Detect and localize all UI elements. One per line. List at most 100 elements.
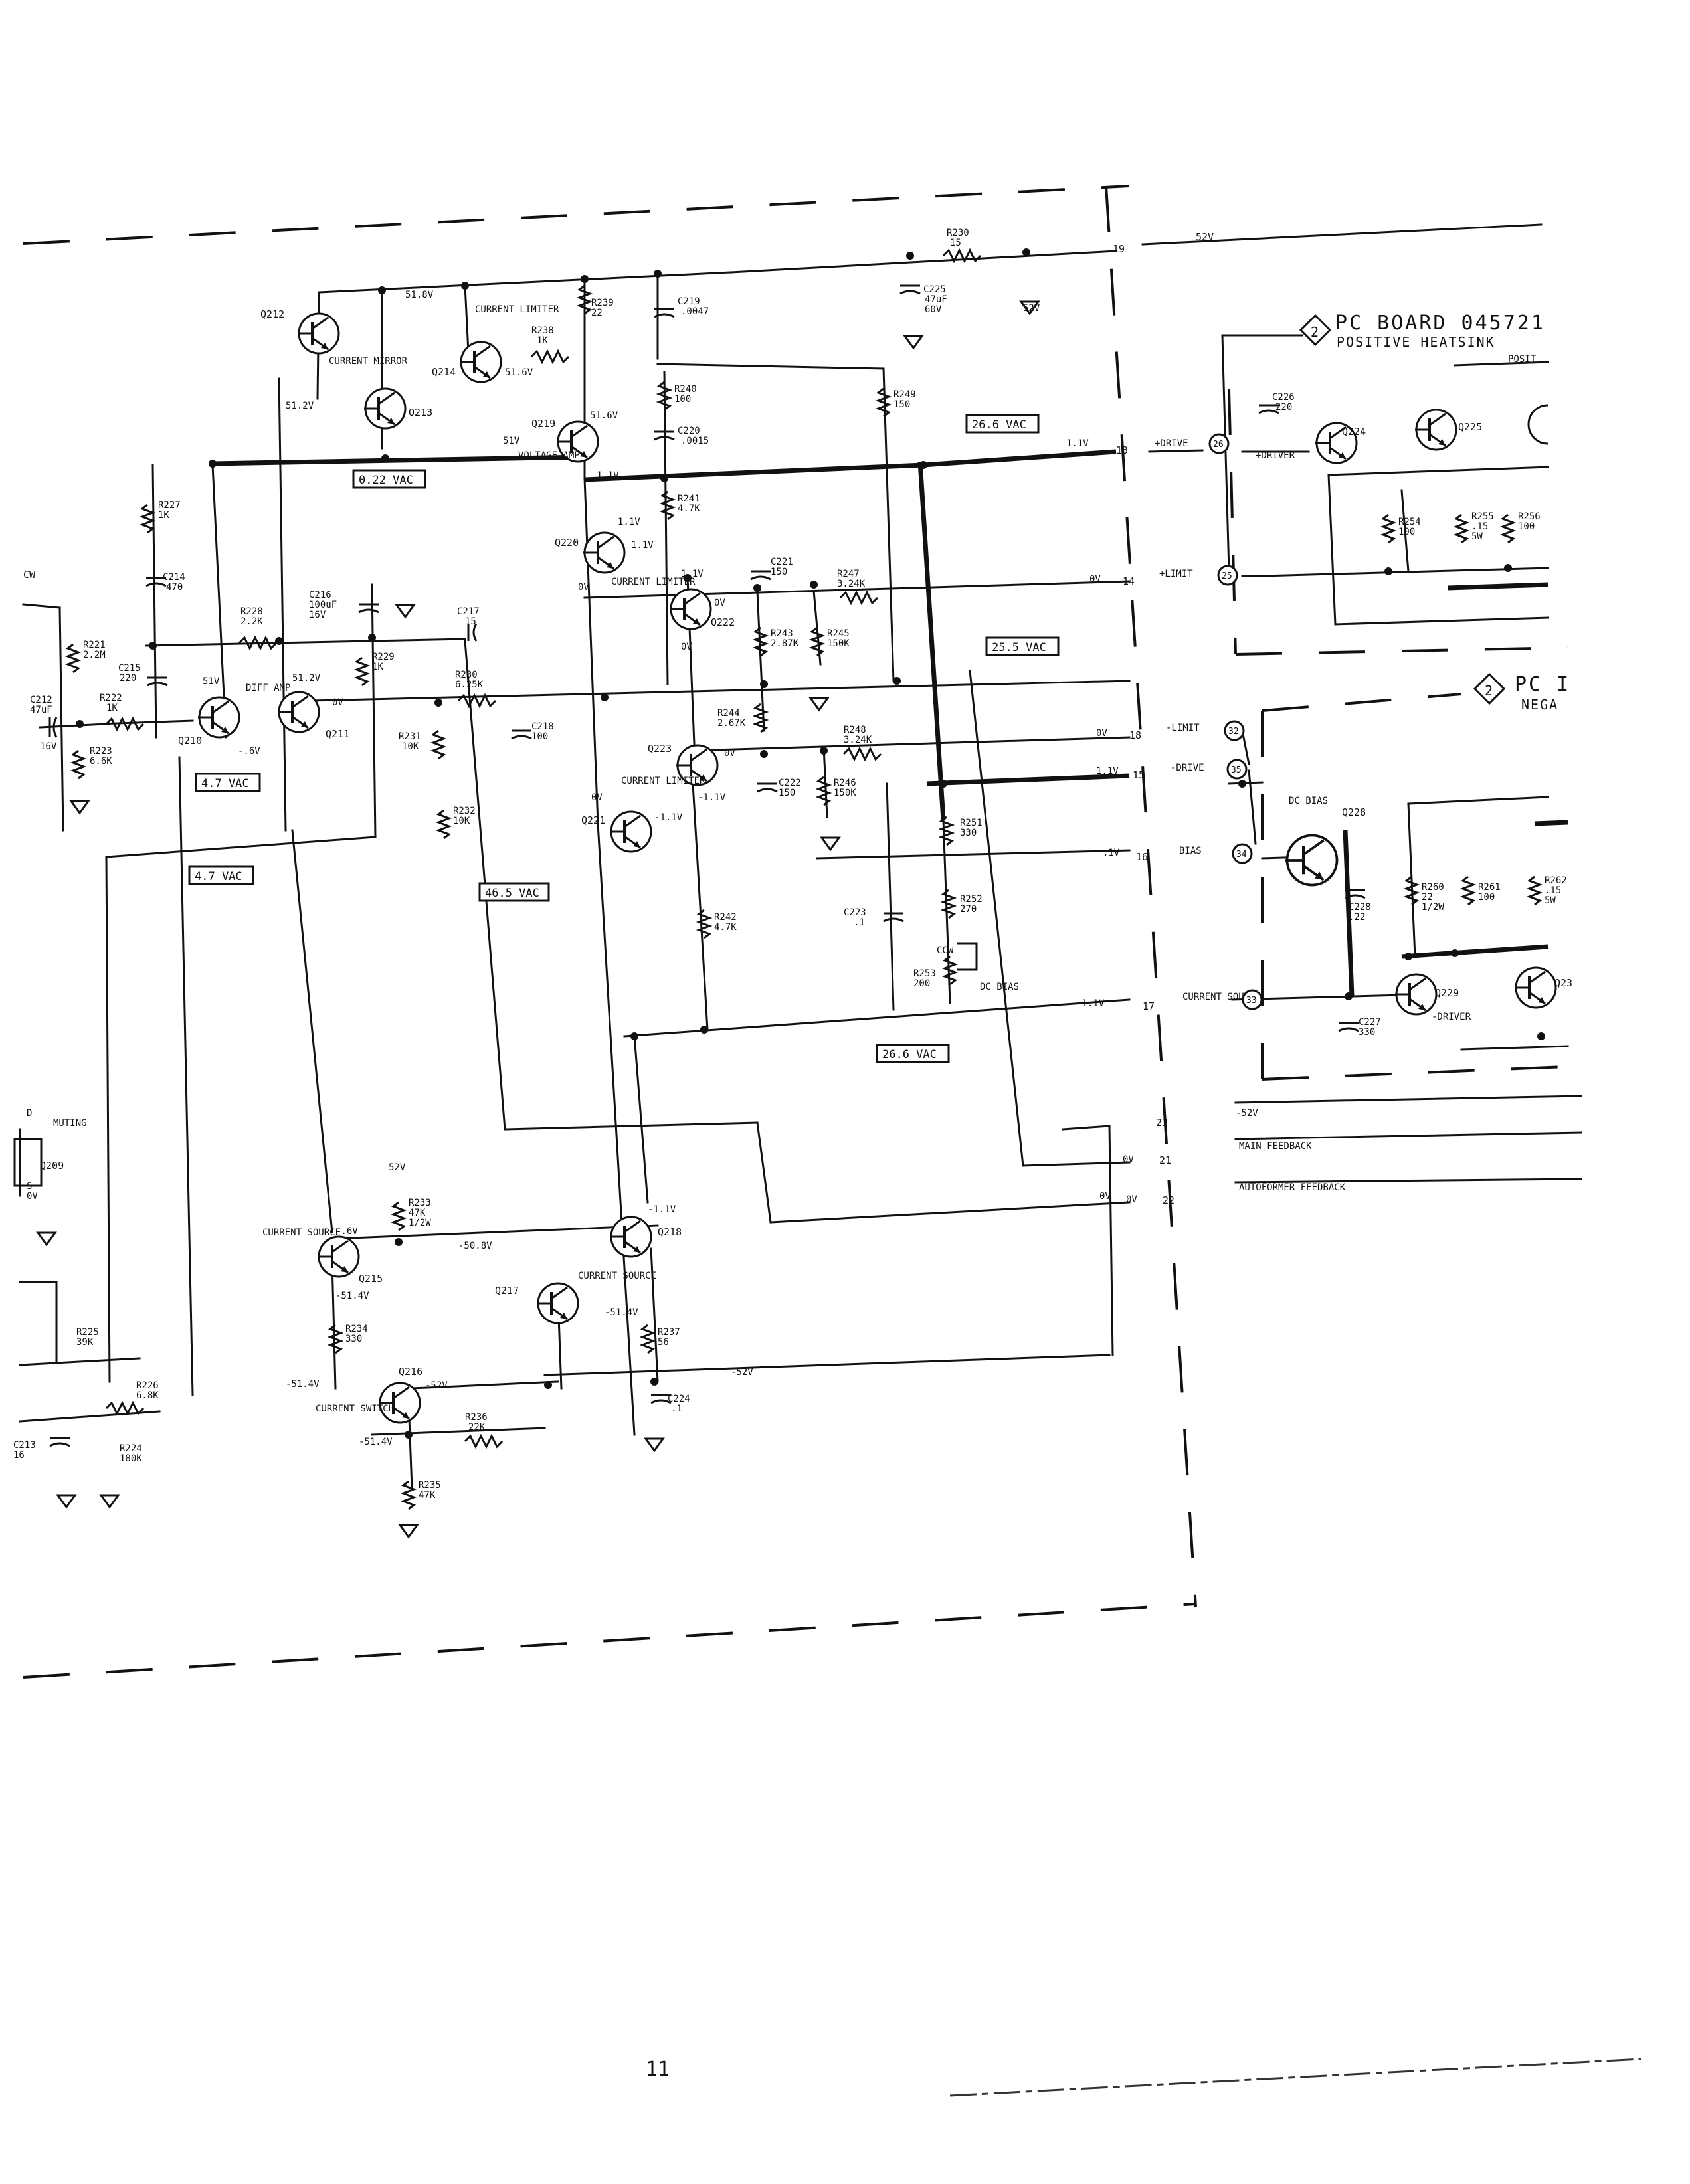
svg-text:R254: R254 [1398, 517, 1421, 527]
svg-text:Q217: Q217 [495, 1285, 519, 1297]
connector-22: 0V 22 AUTOFORMER FEEDBACK [1126, 1182, 1346, 1206]
ground-icon [903, 335, 923, 349]
svg-text:150: 150 [771, 567, 787, 577]
svg-text:2: 2 [1311, 324, 1320, 340]
svg-text:2.2K: 2.2K [240, 616, 263, 627]
svg-text:0V: 0V [1126, 1194, 1137, 1205]
svg-text:C223: C223 [844, 907, 866, 918]
svg-text:R240: R240 [674, 384, 697, 395]
svg-text:C225: C225 [923, 284, 946, 295]
svg-text:Q211: Q211 [326, 728, 349, 740]
svg-text:-1.1V: -1.1V [654, 812, 683, 823]
svg-text:330: 330 [345, 1334, 362, 1344]
svg-text:R237: R237 [658, 1327, 680, 1338]
ac-callout: 26.6 VAC [876, 1044, 950, 1063]
svg-text:330: 330 [960, 828, 977, 838]
svg-text:22: 22 [591, 308, 603, 318]
page-number: 11 [646, 2058, 670, 2081]
svg-text:R236: R236 [465, 1412, 488, 1423]
svg-text:4.7K: 4.7K [678, 503, 700, 514]
svg-text:CW: CW [23, 569, 36, 581]
svg-text:1.1V: 1.1V [1096, 766, 1119, 776]
svg-text:-52V: -52V [731, 1367, 753, 1378]
svg-text:1/2W: 1/2W [409, 1218, 431, 1228]
ground-icon [399, 1524, 419, 1538]
svg-text:C226: C226 [1272, 392, 1295, 403]
svg-text:51.6V: 51.6V [590, 410, 618, 421]
q220-symbol [582, 531, 626, 574]
q214-symbol [458, 341, 502, 383]
svg-text:1K: 1K [106, 703, 118, 713]
svg-text:R261: R261 [1478, 882, 1501, 893]
svg-text:Q210: Q210 [178, 735, 202, 747]
svg-text:-1.1V: -1.1V [648, 1204, 676, 1215]
svg-text:0V: 0V [1123, 1154, 1134, 1165]
svg-text:.22: .22 [1349, 912, 1365, 923]
svg-text:0V: 0V [681, 642, 692, 652]
junctions [76, 248, 1545, 1439]
svg-text:Q229: Q229 [1435, 987, 1459, 999]
svg-text:POSIT: POSIT [1508, 354, 1537, 365]
svg-text:4.7 VAC: 4.7 VAC [195, 870, 242, 883]
svg-text:C218: C218 [531, 721, 554, 732]
svg-text:-DRIVER: -DRIVER [1432, 1012, 1471, 1022]
svg-text:C222: C222 [779, 778, 801, 788]
svg-text:220: 220 [120, 673, 136, 683]
svg-text:51.6V: 51.6V [505, 367, 533, 378]
svg-text:23: 23 [1156, 1117, 1168, 1129]
svg-text:R255: R255 [1471, 511, 1494, 522]
svg-text:Q209: Q209 [40, 1160, 64, 1172]
svg-text:Q212: Q212 [260, 308, 284, 320]
connector-23: 23 -52V [1156, 1108, 1258, 1129]
svg-text:34: 34 [1236, 850, 1247, 860]
ground-icon [820, 836, 840, 851]
ac-callout: 4.7 VAC [195, 773, 261, 792]
transistor-labels: Q212 Q213 CURRENT MIRROR Q214 CURRENT LI… [40, 304, 1572, 1414]
svg-text:Q221: Q221 [581, 814, 605, 826]
svg-text:C216: C216 [309, 590, 331, 600]
connector-15: 1.1V 15 -DRIVE 35 [1096, 759, 1248, 781]
svg-text:2: 2 [1485, 683, 1494, 699]
q228-symbol [1285, 836, 1337, 885]
svg-text:270: 270 [960, 904, 977, 915]
svg-text:R247: R247 [837, 569, 860, 579]
board-title-negative: 2 PC I NEGA [1473, 672, 1568, 713]
svg-text:CURRENT SOURCE: CURRENT SOURCE [1182, 992, 1261, 1002]
svg-text:3.24K: 3.24K [837, 579, 866, 589]
svg-text:Q219: Q219 [531, 418, 555, 430]
svg-text:BIAS: BIAS [1179, 846, 1202, 856]
svg-text:DC BIAS: DC BIAS [1289, 796, 1328, 806]
svg-text:CURRENT LIMITER: CURRENT LIMITER [621, 776, 705, 786]
svg-text:R239: R239 [591, 298, 614, 308]
wiring [19, 223, 1582, 1489]
svg-text:0V: 0V [1099, 1191, 1111, 1202]
svg-text:R230: R230 [947, 228, 969, 238]
svg-text:14: 14 [1123, 575, 1135, 587]
svg-text:100: 100 [1518, 521, 1535, 532]
ac-callout: 26.6 VAC [965, 414, 1040, 434]
svg-text:32: 32 [1228, 727, 1239, 737]
svg-text:46.5 VAC: 46.5 VAC [485, 887, 539, 900]
q215-symbol [316, 1235, 360, 1278]
svg-text:0V: 0V [27, 1191, 38, 1202]
svg-text:0V: 0V [714, 598, 725, 608]
svg-text:R222: R222 [100, 693, 122, 703]
svg-text:-51.4V: -51.4V [286, 1379, 320, 1390]
svg-text:2.87K: 2.87K [771, 638, 799, 649]
board-frame [23, 185, 1582, 1679]
svg-text:.15: .15 [1545, 885, 1561, 896]
svg-text:R230: R230 [455, 670, 478, 680]
svg-text:0V: 0V [591, 792, 603, 803]
svg-text:-52V: -52V [425, 1380, 448, 1391]
svg-text:13: 13 [1116, 444, 1128, 456]
svg-text:R233: R233 [409, 1198, 431, 1208]
svg-text:R229: R229 [372, 652, 395, 662]
q209-symbol [13, 1138, 43, 1187]
svg-text:R227: R227 [158, 500, 181, 511]
svg-text:100: 100 [1478, 892, 1495, 903]
svg-text:R238: R238 [531, 325, 554, 336]
svg-text:.0047: .0047 [681, 306, 709, 317]
